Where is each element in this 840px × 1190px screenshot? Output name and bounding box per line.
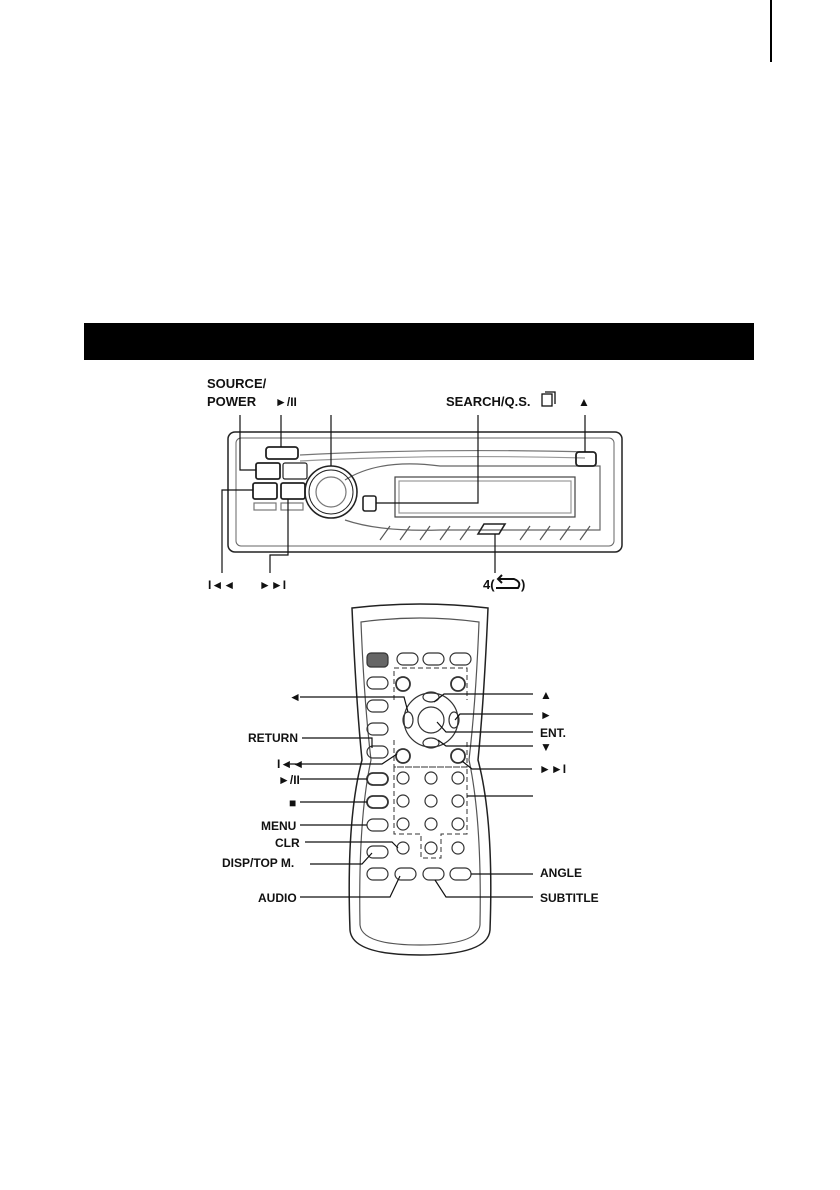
label-angle: ANGLE — [540, 866, 582, 880]
label-menu: MENU — [261, 819, 297, 833]
remote-button[interactable] — [449, 652, 472, 666]
numeric-key[interactable] — [396, 771, 410, 785]
remote-next-button[interactable] — [450, 748, 466, 764]
numeric-key[interactable] — [396, 817, 410, 831]
small-slot — [253, 502, 277, 511]
label-left-arrow: ◄ — [289, 690, 301, 704]
remote-button[interactable] — [366, 699, 389, 713]
label-repeat-prefix: 4( — [483, 577, 495, 592]
head-unit-leader-lines — [221, 415, 586, 573]
page-icon — [541, 391, 556, 407]
section-header-bar — [84, 323, 754, 360]
label-prev-track: I◄◄ — [208, 578, 236, 592]
source-power-button[interactable] — [255, 462, 281, 480]
head-unit — [227, 431, 623, 553]
navigation-pad[interactable] — [403, 692, 459, 748]
label-next-track: ►►I — [259, 578, 287, 592]
label-audio: AUDIO — [258, 891, 297, 905]
numeric-key[interactable] — [451, 771, 465, 785]
return-button[interactable] — [366, 745, 389, 759]
repeat-button[interactable] — [476, 523, 507, 535]
disp-top-m-button[interactable] — [366, 845, 389, 859]
numeric-key[interactable] — [424, 841, 438, 855]
subtitle-button[interactable] — [422, 867, 445, 881]
stop-button[interactable] — [366, 795, 389, 809]
label-subtitle: SUBTITLE — [540, 891, 599, 905]
label-search-qs: SEARCH/Q.S. — [446, 394, 531, 409]
remote-button[interactable] — [422, 652, 445, 666]
label-play-pause: ►/II — [275, 395, 297, 409]
menu-button[interactable] — [366, 818, 389, 832]
audio-button[interactable] — [394, 867, 417, 881]
numeric-key[interactable] — [451, 841, 465, 855]
front-panel-vents — [379, 525, 591, 541]
remote-play-pause-button[interactable] — [366, 772, 389, 786]
head-play-pause-button[interactable] — [265, 446, 299, 460]
top-vertical-rule — [770, 0, 772, 62]
search-qs-button[interactable] — [362, 495, 377, 512]
head-next-button[interactable] — [280, 482, 306, 500]
remote-control — [348, 603, 492, 956]
small-slot — [280, 502, 304, 511]
remote-button[interactable] — [396, 652, 419, 666]
eject-button[interactable] — [575, 451, 597, 467]
numeric-key[interactable] — [424, 817, 438, 831]
up-button[interactable] — [422, 691, 440, 703]
numeric-key[interactable] — [424, 794, 438, 808]
remote-button[interactable] — [366, 867, 389, 881]
label-return: RETURN — [248, 731, 298, 745]
remote-button[interactable] — [366, 676, 389, 690]
dashed-group-outlines — [393, 667, 468, 859]
down-button[interactable] — [422, 737, 440, 749]
numeric-key[interactable] — [451, 817, 465, 831]
label-up-arrow: ▲ — [540, 688, 552, 702]
label-remote-next: ►►I — [539, 762, 567, 776]
label-down-arrow: ▼ — [540, 740, 552, 754]
remote-leader-lines-right — [433, 693, 533, 898]
angle-button[interactable] — [449, 867, 472, 881]
head-prev-button[interactable] — [252, 482, 278, 500]
numeric-key[interactable] — [424, 771, 438, 785]
remote-leader-lines-left — [290, 696, 409, 898]
label-ent: ENT. — [540, 726, 567, 740]
remote-button[interactable] — [395, 676, 411, 692]
rotary-encoder-knob[interactable] — [304, 465, 358, 519]
label-eject: ▲ — [578, 395, 590, 409]
remote-button[interactable] — [450, 676, 466, 692]
label-stop: ■ — [289, 796, 297, 810]
repeat-arrow-icon — [496, 574, 521, 589]
label-source-power-line1: SOURCE/ — [207, 376, 267, 391]
right-button[interactable] — [448, 711, 460, 729]
clr-button[interactable] — [396, 841, 410, 855]
label-repeat-suffix: ) — [521, 577, 526, 592]
label-clr: CLR — [275, 836, 300, 850]
label-remote-play-pause: ►/II — [278, 773, 300, 787]
power-button[interactable] — [366, 652, 389, 668]
label-right-arrow: ► — [540, 708, 552, 722]
ent-button[interactable] — [417, 706, 445, 734]
label-disp-top-m: DISP/TOP M. — [222, 856, 295, 870]
numeric-key[interactable] — [396, 794, 410, 808]
label-source-power-line2: POWER — [207, 394, 257, 409]
remote-prev-button[interactable] — [395, 748, 411, 764]
numeric-key[interactable] — [451, 794, 465, 808]
remote-button[interactable] — [366, 722, 389, 736]
preset-button[interactable] — [282, 462, 308, 480]
